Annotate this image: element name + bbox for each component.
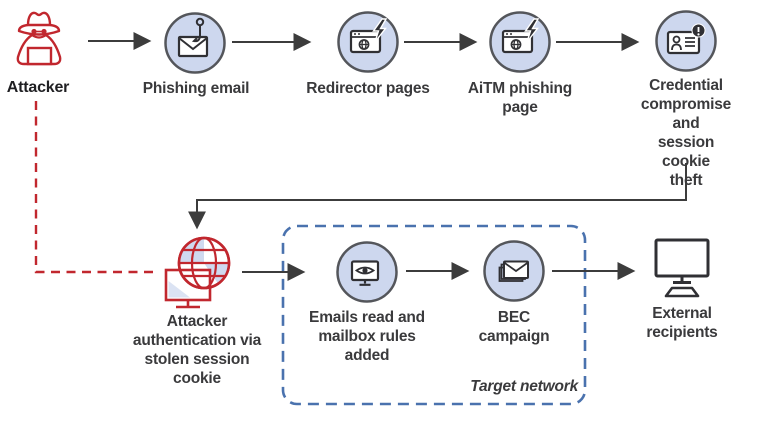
node-attacker: Attacker xyxy=(6,5,72,96)
node-redirector-pages xyxy=(336,10,400,79)
globe-monitor-red-icon xyxy=(164,236,231,309)
bec-campaign-label: BEC campaign xyxy=(478,309,550,345)
node-phishing-email xyxy=(163,11,227,80)
redirector-pages-label: Redirector pages xyxy=(306,80,430,97)
desktop-computer-icon xyxy=(654,238,710,298)
monitor-eye-icon xyxy=(336,241,398,303)
external-recipients-label: External recipients xyxy=(646,305,718,341)
browser-lightning-icon xyxy=(489,11,551,73)
spy-icon xyxy=(16,11,62,66)
emails-read-label: Emails read and mailbox rules added xyxy=(309,309,425,364)
target-network-label: Target network xyxy=(470,378,578,395)
phishing-email-label: Phishing email xyxy=(142,80,250,97)
node-emails-read xyxy=(335,240,399,309)
credential-theft-label: Credential compromise and session cookie… xyxy=(640,77,732,189)
node-external-recipients xyxy=(646,236,718,305)
envelope-fishhook-icon xyxy=(164,12,226,74)
id-card-alert-icon xyxy=(655,10,717,72)
node-credential-theft xyxy=(654,9,718,78)
node-attacker-auth xyxy=(158,232,242,319)
target-network-box xyxy=(281,224,587,406)
aitm-phishing-page-label: AiTM phishing page xyxy=(467,80,573,116)
attacker-red-dashed-path xyxy=(34,101,157,274)
node-bec-campaign xyxy=(482,239,546,308)
node-aitm-phishing-page xyxy=(488,10,552,79)
attacker-label: Attacker xyxy=(6,79,70,96)
elbow-credential-to-auth xyxy=(188,163,687,230)
attacker-auth-label: Attacker authentication via stolen sessi… xyxy=(132,313,262,387)
envelope-stack-icon xyxy=(483,240,545,302)
browser-lightning-icon xyxy=(337,11,399,73)
